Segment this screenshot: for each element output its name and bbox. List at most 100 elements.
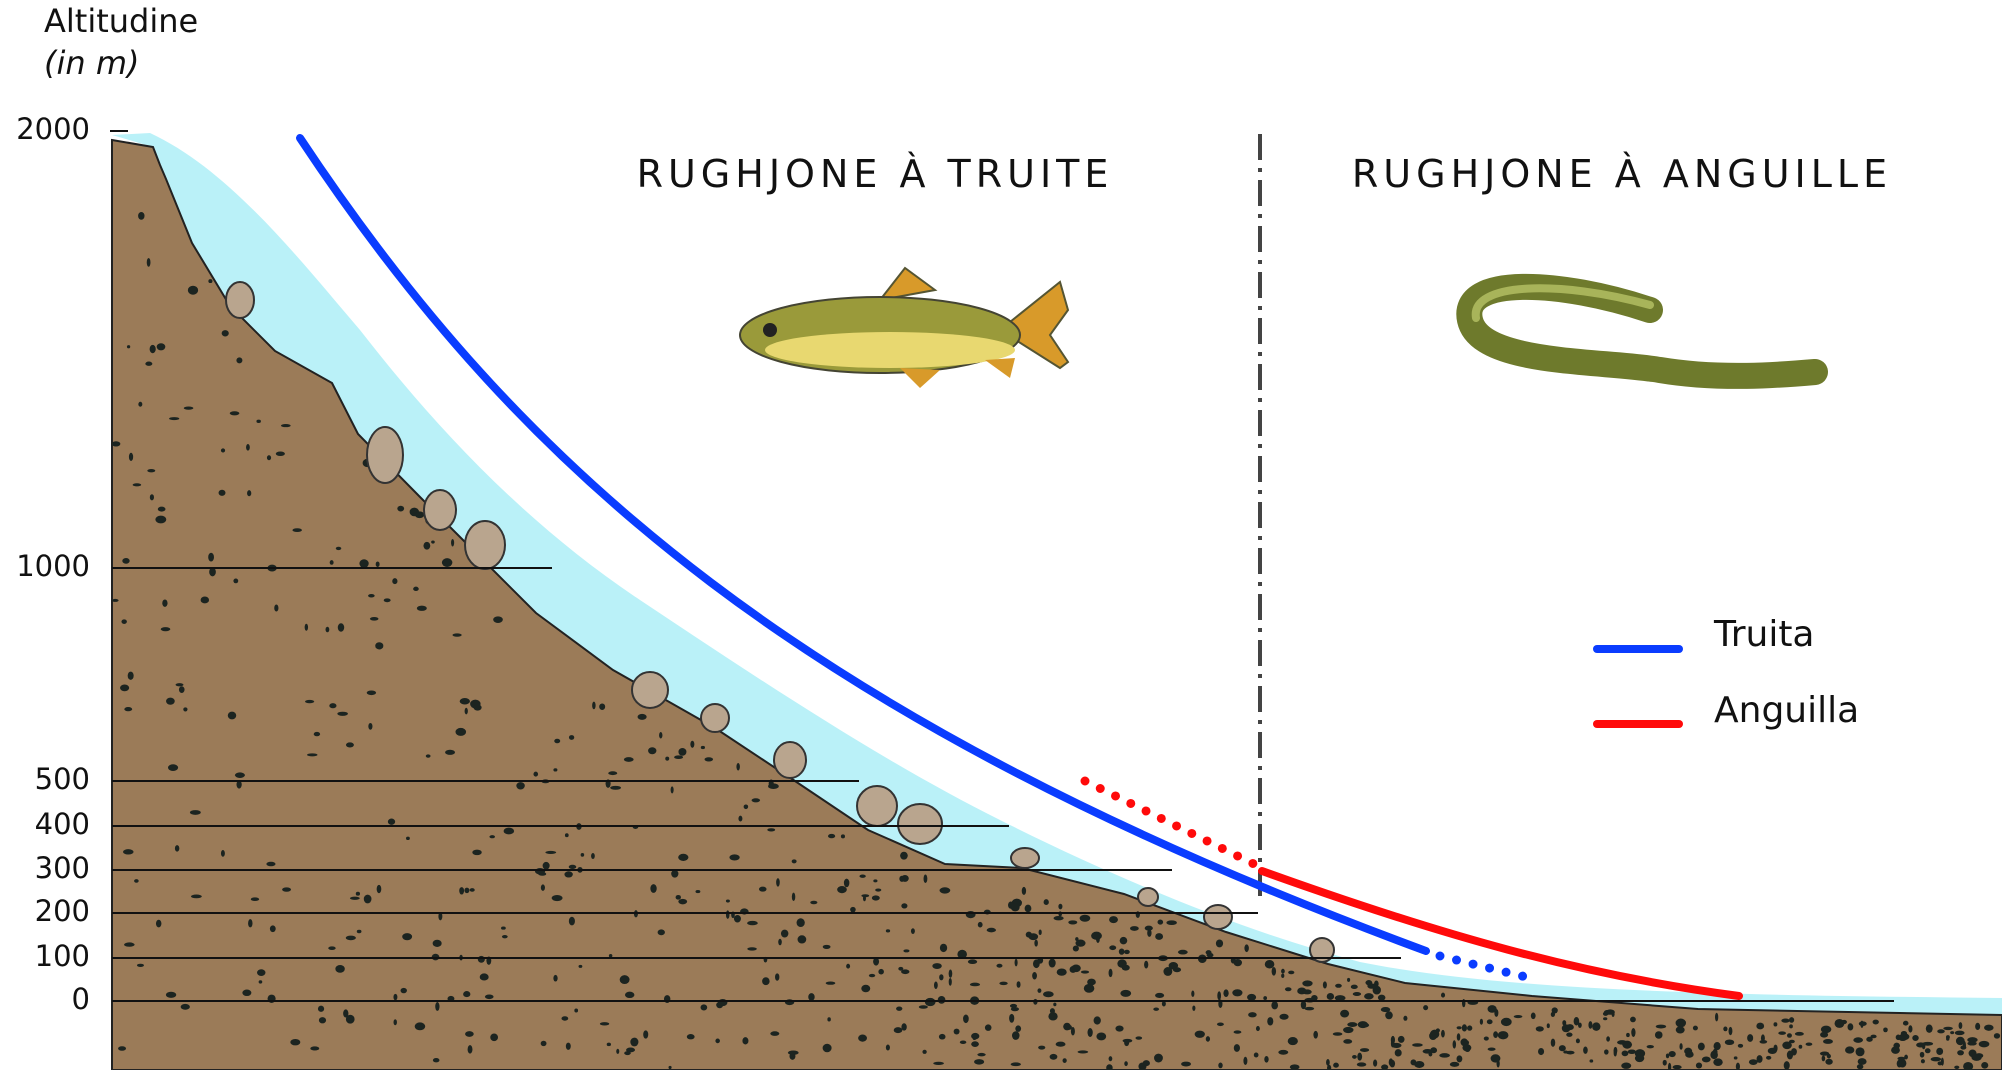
ground-speckle [690, 740, 695, 748]
ground-speckle [843, 878, 850, 888]
ground-speckle [1789, 1017, 1795, 1023]
ground-speckle [209, 567, 216, 577]
ground-speckle [599, 703, 606, 710]
ground-speckle [1737, 1043, 1744, 1048]
ground-speckle [307, 753, 318, 757]
ground-speckle [1364, 993, 1374, 1000]
ground-speckle [229, 411, 240, 416]
ground-speckle [1412, 1043, 1423, 1047]
ground-speckle [1147, 929, 1152, 937]
ground-speckle [725, 899, 730, 903]
ground-speckle [1068, 920, 1078, 925]
ground-speckle [568, 735, 575, 740]
ground-speckle [1356, 1062, 1367, 1067]
ground-speckle [901, 1023, 907, 1031]
ground-speckle [1108, 1056, 1113, 1062]
ground-speckle [1449, 1061, 1460, 1067]
ground-speckle [704, 757, 714, 762]
ground-speckle [1978, 1040, 1990, 1048]
ground-speckle [700, 745, 706, 750]
ground-speckle [236, 357, 243, 364]
ground-speckle [1654, 1031, 1663, 1039]
ground-speckle [1631, 1028, 1636, 1037]
ground-speckle [132, 483, 142, 487]
ground-speckle [445, 749, 456, 755]
ground-speckle [1155, 933, 1164, 940]
ground-speckle [1053, 915, 1064, 921]
ground-speckle [1334, 995, 1346, 1001]
ground-speckle [743, 804, 749, 810]
ground-speckle [1786, 1050, 1794, 1060]
ground-speckle [329, 560, 334, 565]
ground-speckle [1724, 1039, 1735, 1046]
ground-speckle [1166, 920, 1177, 926]
ground-speckle [1604, 1049, 1609, 1055]
ground-speckle [893, 1027, 903, 1034]
ground-speckle [1247, 993, 1257, 1001]
ground-speckle [637, 713, 647, 720]
ground-speckle [591, 852, 595, 859]
ground-speckle [1825, 1058, 1833, 1065]
ground-speckle [1634, 1054, 1645, 1063]
ground-speckle [335, 964, 345, 973]
ground-speckle [1735, 1062, 1740, 1070]
ground-speckle [1233, 1044, 1240, 1052]
ground-speckle [678, 748, 687, 756]
ground-speckle [1900, 1030, 1908, 1036]
ground-speckle [938, 1033, 946, 1040]
ground-speckle [868, 973, 876, 978]
ground-speckle [1118, 948, 1125, 955]
ground-speckle [1077, 1050, 1089, 1054]
ground-speckle [742, 1037, 749, 1045]
ground-speckle [1713, 1042, 1721, 1051]
ground-speckle [1385, 1011, 1393, 1020]
ground-speckle [1767, 1047, 1777, 1054]
ground-speckle [762, 977, 770, 986]
ground-speckle [1340, 1009, 1350, 1018]
ground-speckle [464, 707, 468, 715]
ground-speckle [540, 884, 545, 891]
ground-speckle [1108, 968, 1113, 978]
ground-speckle [247, 490, 252, 497]
ground-speckle [275, 451, 285, 457]
ground-speckle [1343, 1039, 1353, 1044]
ground-speckle [1233, 1030, 1242, 1034]
ground-speckle [1756, 1055, 1763, 1063]
ground-speckle [850, 906, 856, 913]
ground-speckle [1161, 1001, 1166, 1007]
ground-speckle [686, 1034, 695, 1040]
ground-speckle [208, 552, 214, 562]
ground-speckle [1622, 1040, 1633, 1049]
ground-speckle [561, 1016, 569, 1021]
ground-speckle [155, 515, 167, 524]
tick-label-1000: 1000 [16, 549, 90, 583]
ground-speckle [393, 993, 398, 1001]
ground-speckle [1403, 1015, 1408, 1021]
ground-speckle [1782, 1041, 1792, 1050]
ground-speckle [1626, 1032, 1630, 1038]
ground-speckle [545, 850, 557, 854]
ground-speckle [1954, 1065, 1960, 1069]
ground-speckle [1232, 989, 1243, 997]
ground-speckle [1075, 939, 1086, 947]
zone-title-trout: RUGHJONE À TRUITE [636, 152, 1114, 196]
ground-speckle [503, 827, 515, 835]
ground-speckle [451, 539, 455, 547]
ground-speckle [1695, 1062, 1703, 1069]
ground-speckle [310, 1046, 320, 1051]
ground-speckle [1701, 1056, 1711, 1063]
ground-speckle [840, 834, 845, 839]
ground-speckle [1278, 1049, 1289, 1055]
ground-speckle [134, 879, 139, 883]
ground-speckle [1908, 1025, 1913, 1033]
ground-speckle [1021, 886, 1027, 895]
ground-speckle [1069, 966, 1077, 973]
ground-speckle [1558, 1045, 1566, 1052]
ground-speckle [383, 598, 391, 603]
ground-speckle [120, 684, 130, 692]
ground-speckle [469, 888, 475, 892]
ground-speckle [1715, 1012, 1719, 1022]
ground-speckle [643, 1030, 649, 1039]
ground-speckle [623, 757, 634, 762]
altitude-lines [110, 130, 1894, 1002]
